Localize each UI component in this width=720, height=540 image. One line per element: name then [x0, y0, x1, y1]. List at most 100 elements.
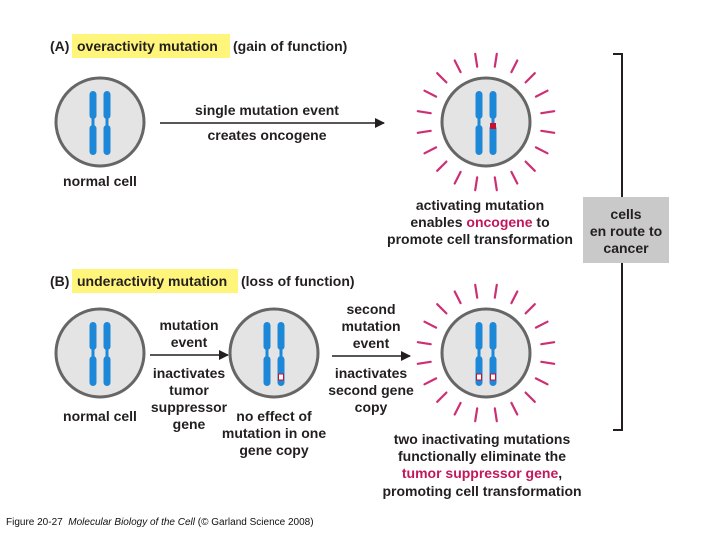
normal-cell-a-label: normal cell	[63, 173, 137, 189]
result-b-line2: functionally eliminate the	[398, 448, 566, 464]
ray	[416, 110, 432, 115]
result-a-line2: enables oncogene to	[410, 214, 549, 230]
ray	[416, 129, 432, 134]
panel-a-title: overactivity mutation	[77, 38, 218, 54]
normal-cell-b	[54, 307, 146, 399]
chromosome-left	[263, 322, 271, 386]
arrow-a-line1: single mutation event	[195, 102, 339, 118]
ray	[510, 290, 519, 305]
arrow-b2-line1: second	[346, 301, 395, 317]
ray	[453, 401, 462, 416]
ray	[534, 377, 549, 386]
cancer-outcome: cells en route to cancer	[583, 53, 669, 431]
ray	[423, 377, 438, 386]
no-effect-line2: mutation in one	[222, 425, 326, 441]
oncogene-term: oncogene	[466, 214, 532, 230]
caption-suffix: (© Garland Science 2008)	[197, 517, 314, 528]
arrow-b1-line2: event	[171, 334, 208, 350]
ray	[453, 59, 462, 74]
normal-cell-b-label: normal cell	[63, 408, 137, 424]
panel-b-title: underactivity mutation	[77, 273, 227, 289]
panel-a-highlight	[72, 34, 230, 58]
result-b-line3: tumor suppressor gene,	[402, 465, 562, 481]
chromosome-pair	[89, 91, 111, 155]
panel-b-subtitle: (loss of function)	[241, 273, 355, 289]
ray	[534, 89, 549, 98]
ray	[436, 72, 448, 84]
panel-b-highlight	[72, 269, 238, 293]
ray	[540, 129, 556, 134]
arrow-b1-under3: suppressor	[151, 399, 228, 415]
heterozygous-cell-b	[228, 307, 320, 399]
ray	[524, 160, 536, 172]
cancer-box-line3: cancer	[603, 240, 649, 256]
ray	[453, 290, 462, 305]
ray	[493, 52, 498, 68]
tumor-suppressor-term: tumor suppressor gene	[402, 465, 559, 481]
normal-cell-a	[54, 76, 146, 168]
ray	[423, 146, 438, 155]
result-b-line4: promoting cell transformation	[382, 483, 581, 499]
transformed-cell-b	[416, 283, 556, 423]
ray	[453, 170, 462, 185]
activating-mutation	[490, 123, 496, 129]
panel-a-subtitle: (gain of function)	[233, 38, 347, 54]
ray	[474, 176, 479, 192]
ray	[534, 320, 549, 329]
ray	[524, 72, 536, 84]
ray	[524, 391, 536, 403]
result-a-line3: promote cell transformation	[387, 231, 573, 247]
ray	[436, 303, 448, 315]
inactivating-mutation	[490, 373, 496, 381]
panel-b: (B) underactivity mutation (loss of func…	[50, 269, 582, 499]
chromosome-right	[103, 91, 111, 155]
ray	[540, 341, 556, 346]
caption-title: Molecular Biology of the Cell	[68, 517, 195, 528]
chromosome-pair-one-mutation	[263, 322, 285, 386]
arrow-b2-line3: event	[353, 335, 390, 351]
chromosome-left	[89, 322, 97, 386]
ray	[474, 407, 479, 423]
cancer-box	[583, 197, 669, 263]
ray	[423, 320, 438, 329]
ray	[524, 303, 536, 315]
arrow-b1-under1: inactivates	[153, 365, 226, 381]
ray	[534, 146, 549, 155]
no-effect-line3: gene copy	[239, 442, 308, 458]
caption-prefix: Figure 20-27	[6, 517, 63, 528]
inactivating-mutation	[476, 373, 482, 381]
chromosome-left	[89, 91, 97, 155]
chromosome-left	[475, 91, 483, 155]
ray	[493, 407, 498, 423]
arrow-b2-line2: mutation	[341, 318, 400, 334]
ray	[510, 59, 519, 74]
arrow-b2-under1: inactivates	[335, 365, 408, 381]
ray	[416, 341, 432, 346]
no-effect-line1: no effect of	[236, 408, 312, 424]
transformed-cell-a	[416, 52, 556, 192]
chromosome-right	[103, 322, 111, 386]
ray	[510, 401, 519, 416]
ray	[540, 110, 556, 115]
ray	[493, 176, 498, 192]
ray	[493, 283, 498, 299]
ray	[416, 360, 432, 365]
arrow-b2-under3: copy	[355, 399, 388, 415]
ray	[436, 391, 448, 403]
panel-b-label: (B)	[50, 273, 69, 289]
activation-rays	[416, 52, 556, 192]
activation-rays	[416, 283, 556, 423]
ray	[474, 52, 479, 68]
chromosome-right	[489, 91, 497, 155]
ray	[436, 160, 448, 172]
chromosome-pair-two-mutations	[475, 322, 497, 386]
cancer-box-line1: cells	[610, 206, 641, 222]
arrow-b1-line1: mutation	[159, 317, 218, 333]
panel-a: (A) overactivity mutation (gain of funct…	[50, 34, 573, 247]
arrow-a-line2: creates oncogene	[207, 127, 326, 143]
cancer-box-line2: en route to	[590, 223, 662, 239]
arrow-b1-under4: gene	[173, 416, 206, 432]
figure-caption: Figure 20-27 Molecular Biology of the Ce…	[6, 517, 314, 528]
result-a-line1: activating mutation	[416, 197, 544, 213]
